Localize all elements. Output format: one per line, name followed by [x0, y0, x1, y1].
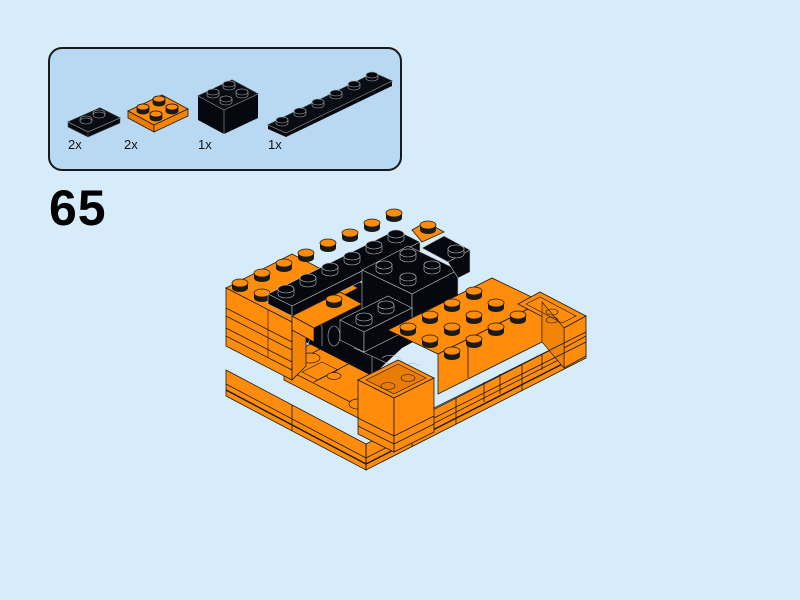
orange-plate-2x2-icon: [127, 94, 189, 133]
model-assembly: [222, 208, 592, 478]
black-brick-2x2-icon: [197, 79, 259, 134]
brick-model-illustration: [225, 208, 587, 471]
part-quantity: 2x: [124, 137, 138, 152]
black-plate-1x2-icon: [67, 107, 121, 138]
part-black-brick-2x2: 1x: [196, 74, 262, 152]
part-quantity: 2x: [68, 137, 82, 152]
part-black-plate-1x2: 2x: [66, 104, 122, 152]
part-orange-plate-2x2: 2x: [124, 89, 192, 152]
step-number: 65: [49, 180, 107, 236]
parts-callout: 2x 2x: [48, 47, 402, 171]
black-plate-1x6-icon: [267, 71, 393, 137]
part-quantity: 1x: [268, 137, 282, 152]
part-quantity: 1x: [198, 137, 212, 152]
part-black-plate-1x6: 1x: [266, 67, 396, 152]
